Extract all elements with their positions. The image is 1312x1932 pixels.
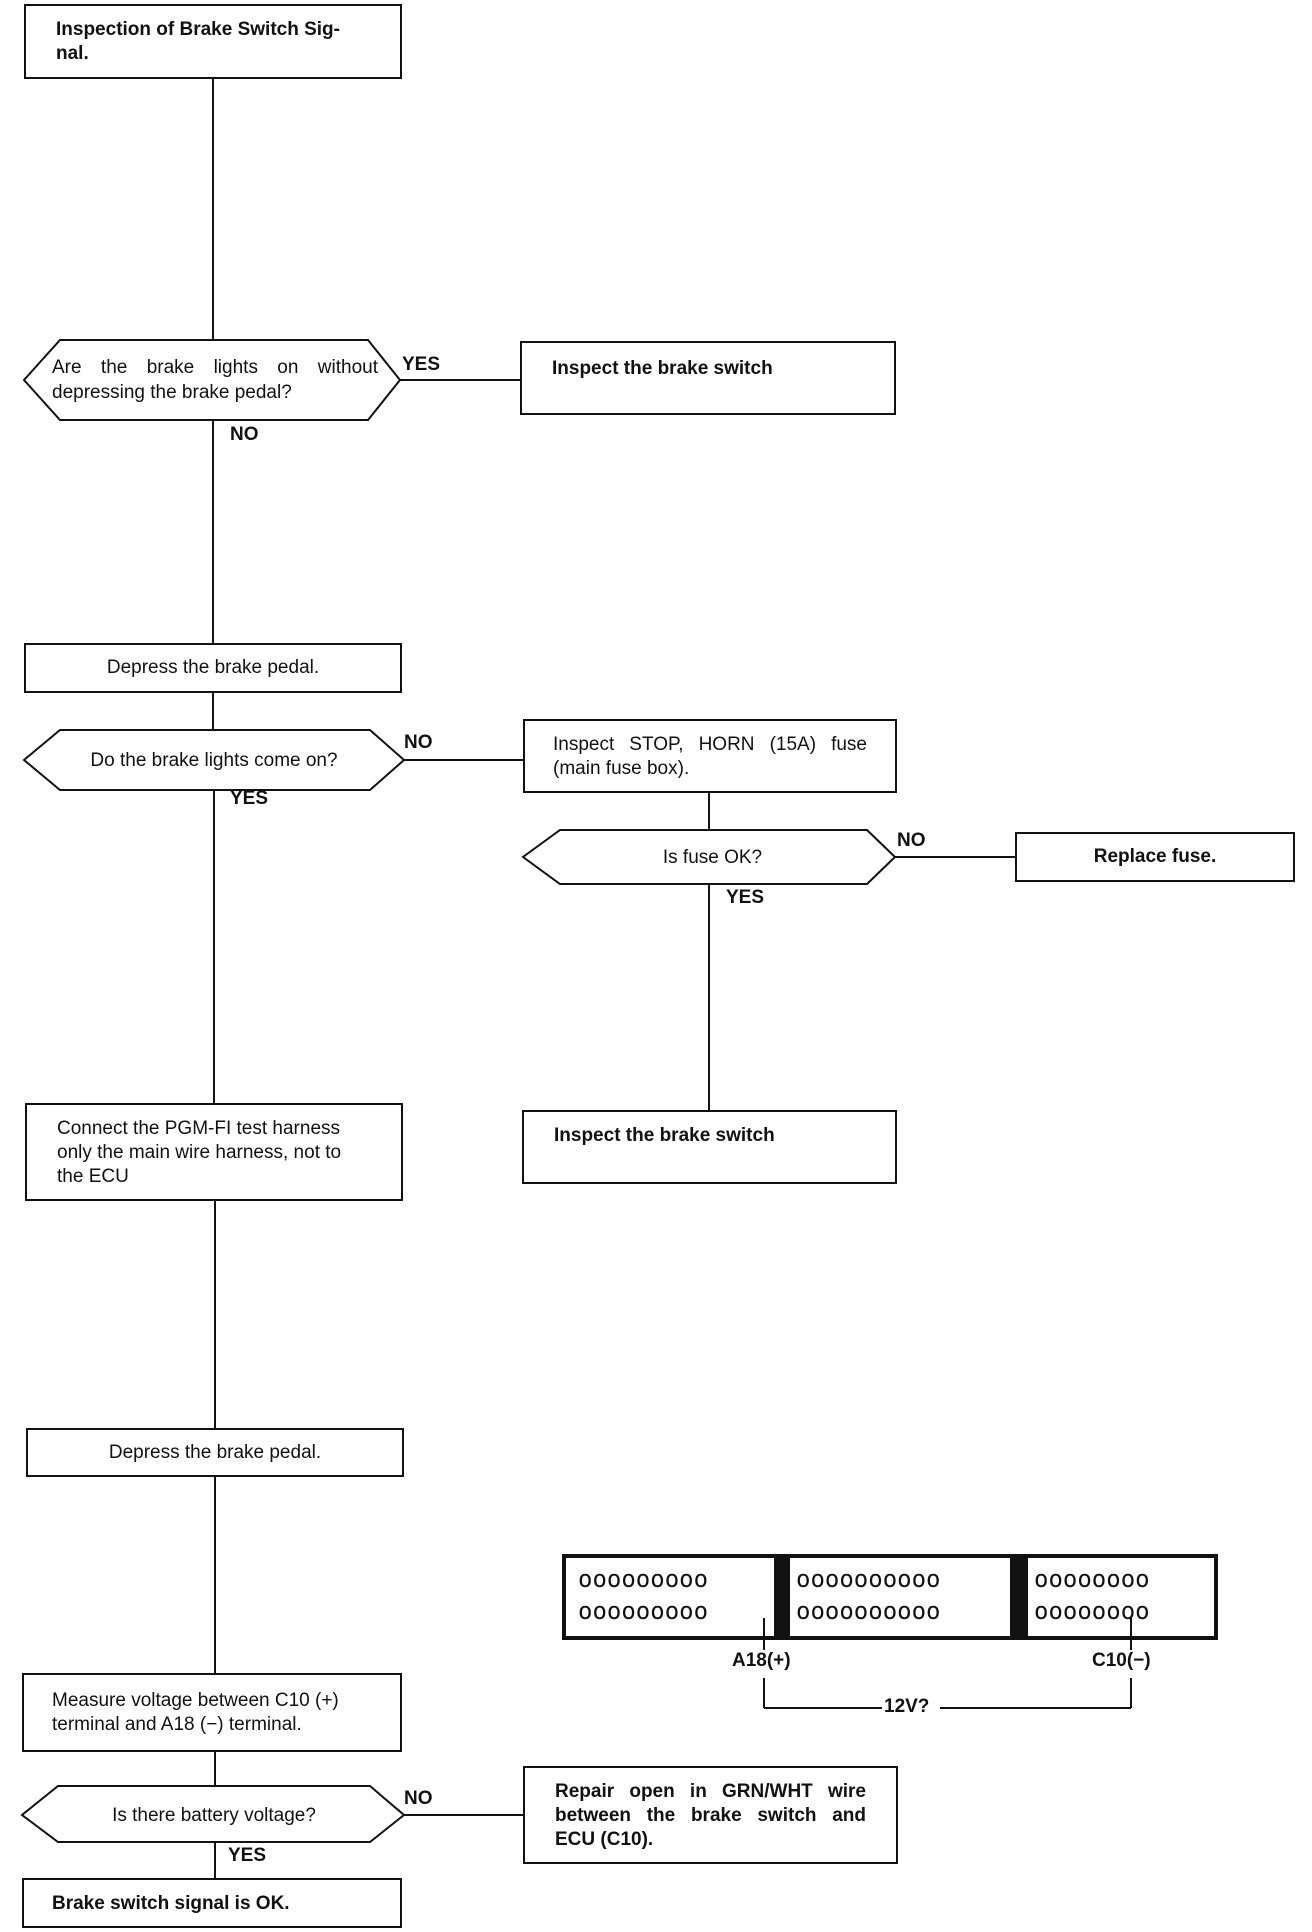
final-box: Brake switch signal is OK. bbox=[22, 1878, 402, 1928]
q2-yes-label: YES bbox=[230, 788, 269, 809]
q3-yes-label: YES bbox=[726, 887, 765, 908]
step-depress-pedal-2: Depress the brake pedal. bbox=[26, 1428, 404, 1477]
q4-yes-label: YES bbox=[228, 1845, 267, 1866]
q2-no-box: Inspect STOP, HORN (15A) fuse (main fuse… bbox=[523, 719, 897, 793]
step-connect-harness: Connect the PGM-FI test harness only the… bbox=[25, 1103, 403, 1201]
decision-q3-shape bbox=[521, 829, 897, 885]
q3-no-box: Replace fuse. bbox=[1015, 832, 1295, 882]
decision-q3: Is fuse OK? bbox=[565, 834, 860, 880]
connector-divider-2 bbox=[1010, 1558, 1028, 1636]
q3-no-label: NO bbox=[897, 830, 926, 851]
q2-no-box-line-2: (main fuse box). bbox=[553, 758, 690, 779]
q1-yes-box-text: Inspect the brake switch bbox=[552, 358, 773, 379]
step-depress-pedal-2-text: Depress the brake pedal. bbox=[108, 1441, 322, 1463]
step-connect-line-3: the ECU bbox=[57, 1166, 129, 1187]
decision-q4: Is there battery voltage? bbox=[54, 1790, 374, 1840]
q4-no-box-line-1: Repair open in GRN/WHT wire bbox=[555, 1781, 866, 1802]
q3-no-box-text: Replace fuse. bbox=[1093, 846, 1217, 867]
q1-yes-box: Inspect the brake switch bbox=[520, 341, 896, 415]
q3-yes-box-text: Inspect the brake switch bbox=[554, 1125, 775, 1146]
decision-q1-shape bbox=[22, 339, 402, 421]
decision-q2-text: Do the brake lights come on? bbox=[90, 749, 338, 771]
step-depress-pedal-1: Depress the brake pedal. bbox=[24, 643, 402, 693]
decision-q2-shape bbox=[22, 729, 406, 791]
decision-q1-line-2: depressing the brake pedal? bbox=[52, 382, 292, 403]
step-measure-line-1: Measure voltage between C10 (+) bbox=[52, 1690, 339, 1711]
q4-no-label: NO bbox=[404, 1788, 433, 1809]
final-box-text: Brake switch signal is OK. bbox=[52, 1893, 290, 1914]
connector-section-a-row-1: ooooooooo bbox=[578, 1565, 709, 1593]
q1-no-label: NO bbox=[230, 424, 259, 445]
q2-no-box-line-1: Inspect STOP, HORN (15A) fuse bbox=[553, 734, 867, 755]
decision-q4-text: Is there battery voltage? bbox=[112, 1804, 316, 1826]
connector-section-a-row-2: ooooooooo bbox=[578, 1597, 709, 1625]
decision-q1: Are the brake lights on without depressi… bbox=[52, 345, 378, 415]
connector-section-c-row-2: oooooooo bbox=[1034, 1597, 1150, 1625]
voltage-label: 12V? bbox=[884, 1696, 930, 1717]
decision-q4-shape bbox=[20, 1785, 406, 1843]
title-box: Inspection of Brake Switch Sig- nal. bbox=[24, 4, 402, 79]
title-line-2: nal. bbox=[56, 43, 89, 64]
step-measure-line-2: terminal and A18 (−) terminal. bbox=[52, 1714, 302, 1735]
step-measure-voltage: Measure voltage between C10 (+) terminal… bbox=[22, 1673, 402, 1752]
q4-no-box: Repair open in GRN/WHT wire between the … bbox=[523, 1766, 898, 1864]
pin-a18-label: A18(+) bbox=[732, 1650, 791, 1671]
q4-no-box-line-2: between the brake switch and bbox=[555, 1805, 866, 1826]
q4-no-box-line-3: ECU (C10). bbox=[555, 1829, 654, 1850]
connector-section-b-row-2: oooooooooo bbox=[796, 1597, 941, 1625]
q3-yes-box: Inspect the brake switch bbox=[522, 1110, 897, 1184]
step-connect-line-2: only the main wire harness, not to bbox=[57, 1142, 342, 1163]
title-line-1: Inspection of Brake Switch Sig- bbox=[56, 19, 340, 40]
connector-body bbox=[562, 1554, 1218, 1640]
pin-c10-label: C10(−) bbox=[1092, 1650, 1151, 1671]
ecu-connector-diagram bbox=[562, 1554, 1218, 1709]
decision-q2: Do the brake lights come on? bbox=[56, 735, 372, 785]
q1-yes-label: YES bbox=[402, 354, 441, 375]
connector-section-c-row-1: oooooooo bbox=[1034, 1565, 1150, 1593]
q2-no-label: NO bbox=[404, 732, 433, 753]
decision-q1-line-1: Are the brake lights on without bbox=[52, 357, 378, 378]
decision-q3-text: Is fuse OK? bbox=[662, 846, 763, 868]
connector-section-b-row-1: oooooooooo bbox=[796, 1565, 941, 1593]
step-connect-line-1: Connect the PGM-FI test harness bbox=[57, 1118, 341, 1139]
step-depress-pedal-1-text: Depress the brake pedal. bbox=[106, 657, 320, 678]
connector-divider-1 bbox=[774, 1558, 790, 1636]
